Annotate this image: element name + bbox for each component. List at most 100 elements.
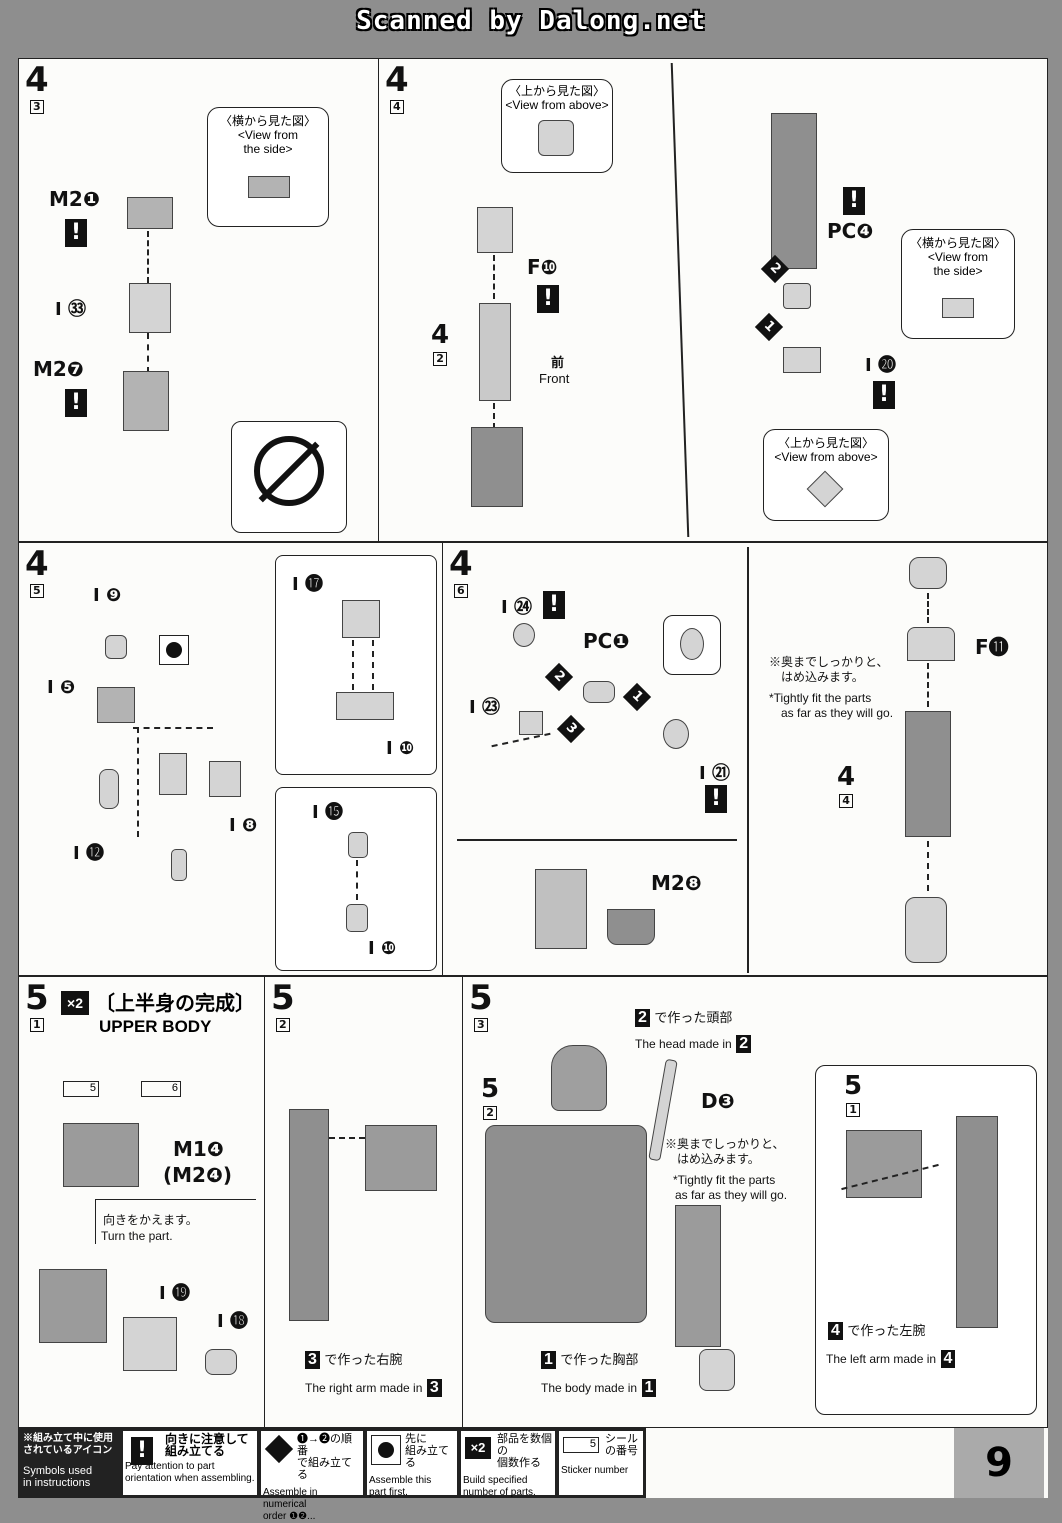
- reference-step-badge: 5 1: [844, 1071, 863, 1117]
- panel-step-4-6: 4 6 I ㉔ ! PC❶ 2 1 I ㉓ 3 I ㉑ ! M2❽ F⓫ ※奥ま…: [442, 542, 1048, 976]
- head-caption-en: The head made in 2: [635, 1035, 752, 1053]
- part-label-i-33: I ㉝: [55, 299, 86, 320]
- legend-orientation: ! 向きに注意して 組み立てる Pay attention to part or…: [122, 1430, 258, 1496]
- part-i-8-illustration: [209, 761, 241, 797]
- detail-bubble-i21: [663, 615, 721, 675]
- part-label-i-9: I ❾: [93, 585, 122, 606]
- part-label-i-20: I ⓴: [865, 355, 896, 376]
- reference-step-badge: 5 2: [481, 1074, 500, 1120]
- panel-divider: [747, 547, 749, 973]
- panel-step-5-2: 5 2 3 で作った右腕 The right arm made in 3: [264, 976, 464, 1428]
- right-arm-caption: 3 で作った右腕: [305, 1351, 402, 1369]
- sticker-number-icon: 5: [563, 1437, 599, 1453]
- upper-body-illustration: [485, 1125, 647, 1323]
- left-arm-caption: 4 で作った左腕: [828, 1322, 925, 1340]
- step-number-1-icon: 1: [754, 312, 784, 342]
- assembly-arrow: [329, 1137, 365, 1139]
- panel-divider: [670, 63, 689, 537]
- shoulder-armor-illustration: [846, 1130, 922, 1198]
- part-label-i-17: I ⓱: [292, 574, 323, 595]
- fit-tightly-note-en: *Tightly fit the parts as far as they wi…: [673, 1173, 788, 1202]
- part-label-i-18: I ⓲: [217, 1311, 248, 1332]
- part-pc-4-illustration: [783, 283, 811, 309]
- view-from-side-bubble: 〈横から見た図〉 <View from the side>: [207, 107, 329, 227]
- step-badge: 4 6: [449, 544, 473, 598]
- part-label-f-11: F⓫: [975, 635, 1009, 659]
- part-label-d-3: D❸: [701, 1089, 735, 1113]
- step-ref-1-badge: 1: [541, 1351, 556, 1369]
- front-label-jp: 前: [551, 355, 565, 370]
- legend-assemble-first: 先に 組み立てる Assemble this part first.: [366, 1430, 458, 1498]
- body-caption-en: The body made in 1: [541, 1379, 657, 1397]
- body-caption: 1 で作った胸部: [541, 1351, 638, 1369]
- part-i-21-detail-illustration: [680, 628, 704, 660]
- front-label-en: Front: [539, 371, 570, 386]
- part-m2-8-illustration: [607, 909, 655, 945]
- part-i-18-illustration: [205, 1349, 237, 1375]
- sticker-5-icon: 5: [63, 1081, 99, 1097]
- assembly-arrow: [927, 593, 929, 623]
- left-arm-illustration: [956, 1116, 998, 1328]
- part-label-m2-8: M2❽: [651, 871, 702, 895]
- step-number-icon: [264, 1434, 294, 1464]
- part-i-12-illustration: [99, 769, 119, 809]
- reference-step-badge: 4 2: [431, 320, 450, 366]
- part-i-15-illustration: [348, 832, 368, 858]
- step-ref-4-badge: 4: [828, 1322, 843, 1340]
- part-pc-1-illustration: [583, 681, 615, 703]
- step-ref-1-badge: 1: [641, 1379, 657, 1397]
- part-top-view-illustration: [538, 120, 574, 156]
- part-label-m2-1: M2❶: [49, 187, 100, 211]
- part-label-i-21: I ㉑: [699, 763, 730, 784]
- part-i-23-illustration: [519, 711, 543, 735]
- part-top-view-illustration: [806, 470, 844, 508]
- assembly-arrow: [493, 255, 495, 299]
- part-i-10-illustration: [171, 849, 187, 881]
- view-from-above-bubble: 〈上から見た図〉 <View from above>: [763, 429, 889, 521]
- part-label-m2-7: M2❼: [33, 357, 84, 381]
- step-badge: 5 2: [271, 978, 295, 1032]
- symbol-legend: ※組み立て中に使用 されているアイコン Symbols used in inst…: [18, 1428, 646, 1522]
- panel-step-5-1: 5 1 ×2 〔上半身の完成〕 UPPER BODY 5 6 M1❹ (M2❹)…: [18, 976, 266, 1428]
- assembly-arrow: [133, 727, 213, 729]
- step-badge: 5 1: [25, 978, 49, 1032]
- fit-tightly-note-jp: ※奥までしっかりと、 はめ込みます。: [769, 655, 889, 684]
- turn-part-note-jp: 向きをかえます。: [103, 1213, 198, 1227]
- part-label-i-24: I ㉔: [501, 597, 532, 618]
- assembly-arrow: [493, 403, 495, 429]
- head-caption: 2 で作った頭部: [635, 1009, 732, 1027]
- sticker-6-icon: 6: [141, 1081, 181, 1097]
- assemble-first-icon: [371, 1435, 401, 1465]
- part-label-i-10: I ❿: [368, 938, 397, 959]
- step-ref-2-badge: 2: [635, 1009, 650, 1027]
- turn-part-note-en: Turn the part.: [101, 1229, 173, 1243]
- part-label-i-10: I ❿: [386, 738, 415, 759]
- part-i-20-illustration: [783, 347, 821, 373]
- orientation-warning-icon: !: [65, 219, 87, 247]
- step-ref-2-badge: 2: [736, 1035, 752, 1053]
- part-label-i-5: I ❺: [47, 677, 76, 698]
- thigh-frame-illustration: [771, 113, 817, 269]
- assembly-arrow: [927, 841, 929, 891]
- part-label-i-8: I ❽: [229, 815, 258, 836]
- prohibited-icon: [254, 436, 324, 506]
- page-number: 9: [954, 1428, 1044, 1498]
- part-label-m1-4: M1❹: [173, 1137, 224, 1161]
- legend-build-multiple: ×2 部品を数個の 個数作る Build specified number of…: [460, 1430, 556, 1498]
- orientation-warning-icon: !: [65, 389, 87, 417]
- shoulder-armor-illustration: [365, 1125, 437, 1191]
- part-m2-1-illustration: [127, 197, 173, 229]
- build-x2-badge: ×2: [465, 1437, 491, 1459]
- part-i-21-illustration: [663, 719, 689, 749]
- shoulder-armor-illustration: [63, 1123, 139, 1187]
- orientation-warning-icon: !: [131, 1437, 153, 1465]
- build-x2-badge: ×2: [61, 991, 89, 1015]
- shoulder-armor-rotated-illustration: [39, 1269, 107, 1343]
- orientation-warning-icon: !: [843, 187, 865, 215]
- step-number-2-icon: 2: [544, 662, 574, 692]
- view-from-above-bubble: 〈上から見た図〉 <View from above>: [501, 79, 613, 173]
- turn-part-bracket: [95, 1199, 256, 1244]
- assembly-arrow: [147, 333, 149, 373]
- section-title-jp: 〔上半身の完成〕: [95, 993, 255, 1015]
- orientation-warning-icon: !: [873, 381, 895, 409]
